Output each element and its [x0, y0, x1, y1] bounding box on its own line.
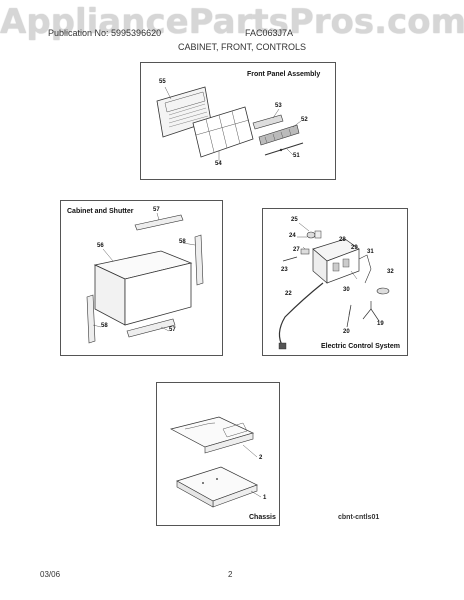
front-panel-assembly-panel: Front Panel Assembly 55 53 52 54 51: [140, 62, 336, 180]
callout-55: 55: [159, 79, 166, 85]
cabinet-drawing: [86, 212, 204, 344]
cabinet-shutter-panel: Cabinet and Shutter 57 56 58 58 57: [60, 200, 223, 356]
chassis-panel: 2 1 Chassis: [156, 382, 280, 526]
callout-25: 25: [291, 217, 298, 223]
callout-30: 30: [343, 287, 350, 293]
cabinet-panel-title: Cabinet and Shutter: [67, 208, 134, 215]
callout-56: 56: [97, 243, 104, 249]
callout-23: 23: [281, 267, 288, 273]
model-number: FAC063J7A: [245, 28, 294, 38]
callout-53: 53: [275, 103, 282, 109]
callout-31: 31: [367, 249, 374, 255]
front-panel-title: Front Panel Assembly: [247, 71, 321, 78]
callout-19: 19: [377, 321, 384, 327]
callout-2: 2: [259, 455, 263, 461]
electric-panel-title: Electric Control System: [321, 343, 400, 350]
callout-57-bottom: 57: [169, 327, 176, 333]
callout-51: 51: [293, 153, 300, 159]
chassis-panel-title: Chassis: [249, 514, 276, 521]
callout-58-right: 58: [179, 239, 186, 245]
callout-29: 29: [351, 245, 358, 251]
front-panel-drawing: [156, 86, 304, 161]
callout-28: 28: [339, 237, 346, 243]
callout-20: 20: [343, 329, 350, 335]
callout-52: 52: [301, 117, 308, 123]
publication-number: Publication No: 5995396620: [48, 28, 162, 38]
watermark-logo: AppliancePartsPros.com: [0, 2, 464, 42]
callout-58-left: 58: [101, 323, 108, 329]
callout-57-top: 57: [153, 207, 160, 213]
electric-drawing: [278, 222, 390, 350]
callout-22: 22: [285, 291, 292, 297]
chassis-drawing: [170, 416, 262, 508]
section-title: CABINET, FRONT, CONTROLS: [178, 42, 307, 52]
electric-control-panel: 25 24 27 28 29 23 31 32 30 22 20 19 Elec…: [262, 208, 408, 356]
callout-27: 27: [293, 247, 300, 253]
callout-1: 1: [263, 495, 267, 501]
callout-54: 54: [215, 161, 222, 167]
page-number: 2: [228, 570, 233, 579]
callout-24: 24: [289, 233, 296, 239]
footer-date: 03/06: [40, 570, 61, 579]
diagram-code: cbnt-cntls01: [338, 514, 380, 521]
callout-32: 32: [387, 269, 394, 275]
